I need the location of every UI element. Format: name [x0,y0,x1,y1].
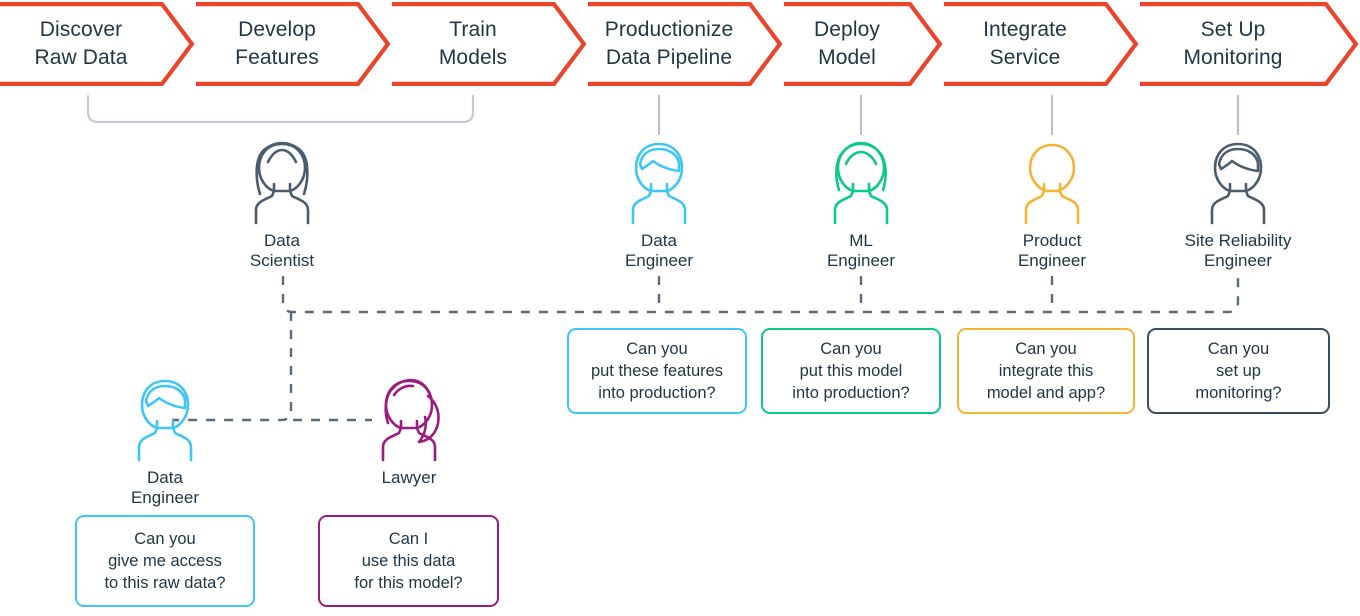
chevron-outline [196,1,391,86]
person-icon [1210,142,1266,225]
chevron-outline [944,1,1139,86]
role-label: ML Engineer [826,231,896,271]
speech-bubble-text: Can you integrate this model and app? [986,339,1106,403]
bubble-ml-engineer-model[interactable]: Can you put this model into production? [761,328,941,414]
pipeline-stage-label: Integrate Service [983,18,1067,69]
speech-bubble-text: Can you put these features into producti… [590,339,724,403]
pipeline-stage-integrate-service[interactable]: Integrate Service [944,0,1140,88]
pipeline-stage-train-models[interactable]: Train Models [392,0,588,88]
speech-bubble-text: Can you give me access to this raw data? [104,529,226,593]
chevron-outline [784,1,943,86]
person-icon [833,141,889,225]
pipeline-stage-label: Develop Features [235,18,319,69]
pipeline-stage-set-up-monitoring[interactable]: Set Up Monitoring [1140,0,1360,88]
stage-group-bracket [86,94,475,124]
person-icon [254,141,310,225]
pipeline-stage-label: Discover Raw Data [34,18,128,69]
speech-bubble-text: Can you put this model into production? [792,339,910,403]
person-icon [381,378,440,462]
bubble-lawyer-usage[interactable]: Can I use this data for this model? [318,515,499,607]
pipeline-stage-develop-features[interactable]: Develop Features [196,0,392,88]
role-label: Data Scientist [249,231,315,271]
role-site-reliability-engineer[interactable]: Site Reliability Engineer [1163,134,1313,271]
speech-bubble-text: Can you set up monitoring? [1195,339,1282,403]
bubble-sre-monitoring[interactable]: Can you set up monitoring? [1147,328,1330,414]
pipeline-stage-label: Train Models [438,18,508,69]
person-icon [137,379,193,462]
pipeline-stage-deploy-model[interactable]: Deploy Model [784,0,944,88]
dashed-path-scientist-to-engineers [281,276,1240,314]
role-data-engineer-top[interactable]: Data Engineer [584,134,734,271]
role-label: Data Engineer [130,468,200,508]
chevron-outline [1140,1,1359,86]
bubble-data-engineer-access[interactable]: Can you give me access to this raw data? [75,515,255,607]
role-data-engineer-bottom[interactable]: Data Engineer [90,371,240,508]
chevron-outline [392,1,587,86]
role-label: Product Engineer [1017,231,1087,271]
bubble-data-engineer-features[interactable]: Can you put these features into producti… [567,328,747,414]
speech-bubble-text: Can I use this data for this model? [354,529,463,593]
role-label: Site Reliability Engineer [1184,231,1292,271]
person-icon [631,142,687,225]
role-label: Lawyer [381,468,437,487]
pipeline-stage-discover-raw-data[interactable]: Discover Raw Data [0,0,196,88]
pipeline-stage-productionize-data-pipeline[interactable]: Productionize Data Pipeline [588,0,784,88]
person-icon [1024,143,1080,225]
role-lawyer[interactable]: Lawyer [334,371,484,488]
chevron-outline [0,1,195,86]
chevron-outline [588,1,783,86]
pipeline-stage-label: Productionize Data Pipeline [604,18,734,69]
bubble-product-engineer[interactable]: Can you integrate this model and app? [957,328,1135,414]
pipeline-stage-label: Deploy Model [814,18,880,69]
pipeline-stage-label: Set Up Monitoring [1183,18,1283,69]
role-label: Data Engineer [624,231,694,271]
role-data-scientist[interactable]: Data Scientist [207,134,357,271]
role-ml-engineer[interactable]: ML Engineer [786,134,936,271]
role-product-engineer[interactable]: Product Engineer [977,134,1127,271]
